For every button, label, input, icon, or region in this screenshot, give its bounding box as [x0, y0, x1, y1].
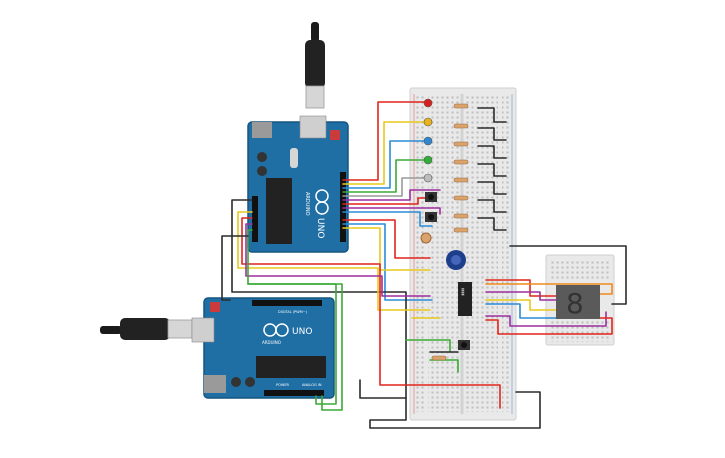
resistor-7: [453, 213, 469, 219]
board-bottom-model-label: UNO: [292, 327, 312, 337]
resistors: [431, 103, 469, 361]
led-3: [423, 136, 433, 146]
potentiometer: [446, 250, 466, 270]
resistor-1: [453, 103, 469, 109]
led-1: [423, 98, 433, 108]
svg-text:▮▮▮▮: ▮▮▮▮: [461, 288, 465, 296]
arduino-bottom: UNO ARDUINO DIGITAL (PWM~) POWER ANALOG …: [191, 297, 335, 399]
seven-segment-display: 8: [556, 285, 600, 320]
board-bottom-analog-label: ANALOG IN: [302, 383, 322, 387]
wires: [221, 101, 627, 429]
board-bottom-brand-label: ARDUINO: [262, 340, 281, 345]
photoresistor: [420, 232, 432, 244]
leds: [423, 98, 433, 183]
board-top-model-label: UNO: [315, 218, 325, 238]
board-bottom-digital-label: DIGITAL (PWM~): [278, 310, 308, 314]
ic-chip: ▮▮▮▮: [458, 282, 472, 316]
resistor-5: [453, 177, 469, 183]
resistor-2: [453, 123, 469, 129]
led-5: [423, 173, 433, 183]
resistor-6: [453, 195, 469, 201]
resistor-9: [431, 355, 447, 361]
resistor-4: [453, 159, 469, 165]
board-bottom-power-label: POWER: [276, 383, 290, 387]
usb-cable-top: [305, 22, 325, 109]
seven-segment-digit: 8: [566, 287, 584, 320]
led-2: [423, 117, 433, 127]
usb-cable-bottom: [100, 318, 193, 340]
resistor-8: [453, 227, 469, 233]
board-top-brand-label: ARDUINO: [304, 192, 310, 216]
led-4: [423, 155, 433, 165]
resistor-3: [453, 141, 469, 147]
pushbuttons: [425, 192, 470, 350]
arduino-top: UNO ARDUINO: [247, 115, 349, 253]
